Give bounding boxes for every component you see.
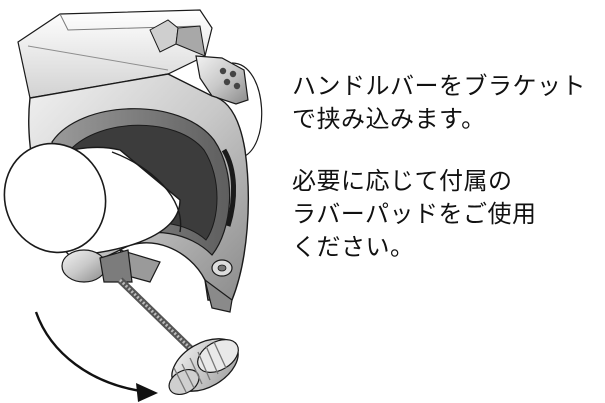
clamp-bolt <box>117 277 195 353</box>
instruction-paragraph-rubber-pad: 必要に応じて付属の ラバーパッドをご使用 ください。 <box>292 165 602 264</box>
instruction-paragraph-clamp: ハンドルバーをブラケット で挟み込みます。 <box>292 70 602 136</box>
instruction-line: ラバーパッドをご使用 <box>292 200 537 228</box>
handlebar-far-end <box>231 62 263 159</box>
knurled-knob <box>168 338 239 396</box>
bracket-illustration <box>3 9 263 402</box>
instruction-line: ハンドルバーをブラケット <box>292 72 586 100</box>
handlebar-tube <box>3 142 182 257</box>
rotation-arrow-icon <box>34 311 158 402</box>
bolt-head-lug <box>61 249 133 283</box>
instruction-line: ください。 <box>292 233 415 261</box>
instruction-line: で挟み込みます。 <box>292 105 486 133</box>
instruction-line: 必要に応じて付属の <box>292 167 513 195</box>
instruction-text: ハンドルバーをブラケット で挟み込みます。 必要に応じて付属の ラバーパッドをご… <box>292 70 602 264</box>
bracket-rivet-tab <box>195 55 249 105</box>
